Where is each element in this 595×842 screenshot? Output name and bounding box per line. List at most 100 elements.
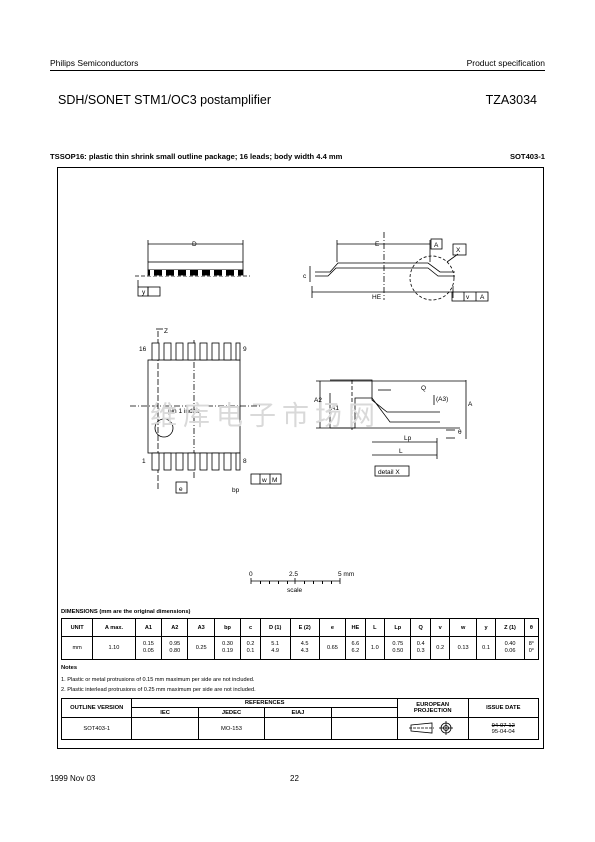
pin1-marker (154, 418, 174, 438)
notes-title: Notes (61, 665, 78, 671)
label-datum-a: A (434, 242, 439, 249)
page-number: 22 (290, 774, 299, 783)
dim-header: w (449, 618, 477, 637)
top-lead-row (151, 342, 241, 361)
label-z: Z (164, 328, 168, 335)
dim-header: HE (345, 618, 366, 637)
company-name: Philips Semiconductors (50, 58, 139, 68)
label-pin1: 1 (142, 458, 146, 465)
label-a1: A1 (331, 405, 339, 412)
label-e-pitch: e (179, 486, 183, 493)
issue-date-current: 95-04-04 (491, 728, 515, 735)
dim-value: 8°0° (523, 636, 540, 660)
dim-header: A3 (187, 618, 215, 637)
dim-header: v (429, 618, 451, 637)
dim-value: 0.13 (449, 636, 477, 660)
jedec-header: JEDEC (197, 707, 266, 718)
label-lp: Lp (404, 435, 412, 442)
dim-value: 0.65 (318, 636, 347, 660)
dimensions-header-row: UNIT A max. A1 A2 A3 bp c D (1) E (2) e … (60, 618, 540, 637)
dim-header: c (240, 618, 261, 637)
jedec-value: MO-153 (197, 717, 266, 740)
references-header: REFERENCES (131, 698, 398, 708)
spare-header (330, 707, 398, 718)
dim-header: y (475, 618, 497, 637)
issue-date-old: 94-07-12 (491, 722, 515, 729)
dim-header: A max. (92, 618, 136, 637)
package-title: TSSOP16: plastic thin shrink small outli… (50, 152, 343, 161)
lead-profile (330, 379, 440, 413)
dim-header: Lp (384, 618, 412, 637)
footer-date: 1999 Nov 03 (50, 774, 96, 783)
label-m: M (272, 477, 277, 484)
projection-symbol (396, 717, 469, 740)
iec-value (131, 717, 199, 740)
scale-ticks (260, 581, 332, 584)
outline-version-value: SOT403-1 (60, 717, 133, 740)
scale-label-0: 0 (249, 571, 253, 578)
eiaj-value (264, 717, 332, 740)
label-pin8: 8 (243, 458, 247, 465)
label-y: y (142, 289, 146, 296)
label-l: L (399, 448, 403, 455)
label-datum-a-2: A (480, 294, 485, 301)
dim-header: E (2) (289, 618, 320, 637)
scale-caption: scale (287, 587, 303, 594)
outline-version-header: OUTLINE VERSION (60, 698, 133, 718)
references-table: OUTLINE VERSION REFERENCES EUROPEAN PROJ… (60, 698, 540, 740)
header-rule (50, 70, 545, 71)
part-number: TZA3034 (485, 93, 537, 107)
european-projection-header: EUROPEAN PROJECTION (396, 698, 469, 718)
label-q: Q (421, 385, 426, 392)
label-w: w (261, 477, 267, 484)
label-theta: θ (458, 429, 462, 436)
dim-value: 0.2 (429, 636, 451, 660)
scale-label-end: 5 mm (338, 571, 354, 578)
issue-date-header: ISSUE DATE (467, 698, 540, 718)
dim-header: D (1) (259, 618, 291, 637)
label-pin1-index: pin 1 index (168, 408, 200, 415)
note-1: 1. Plastic or metal protrusions of 0.15 … (61, 677, 255, 683)
scale-label-mid: 2.5 (289, 571, 298, 578)
dim-header: UNIT (60, 618, 94, 637)
side-view-leads (150, 270, 238, 276)
bottom-lead-row (151, 452, 241, 471)
eiaj-header: EIAJ (264, 707, 332, 718)
iec-header: IEC (131, 707, 199, 718)
package-profile (315, 262, 455, 273)
document-type: Product specification (466, 58, 545, 68)
dim-value: 1.0 (364, 636, 386, 660)
label-a2: A2 (314, 397, 322, 404)
projection-icon (408, 720, 453, 735)
label-he: HE (372, 294, 382, 301)
note-2: 2. Plastic interlead protrusions of 0.25… (61, 687, 256, 693)
dim-header: θ (523, 618, 540, 637)
dim-header: L (364, 618, 386, 637)
drawing-frame (57, 167, 544, 749)
package-side-body (147, 261, 244, 271)
label-d: D (192, 241, 197, 248)
label-c: c (303, 273, 307, 280)
issue-date-value: 94-07-12 95-04-04 (467, 717, 540, 740)
spare-value (330, 717, 398, 740)
label-a: A (468, 401, 473, 408)
dim-value: 1.10 (92, 636, 136, 660)
label-e: E (375, 241, 380, 248)
label-v: v (466, 294, 470, 301)
dim-header: bp (213, 618, 242, 637)
dim-header: A2 (161, 618, 189, 637)
dimensions-title: DIMENSIONS (mm are the original dimensio… (61, 609, 191, 615)
package-code: SOT403-1 (509, 152, 545, 161)
